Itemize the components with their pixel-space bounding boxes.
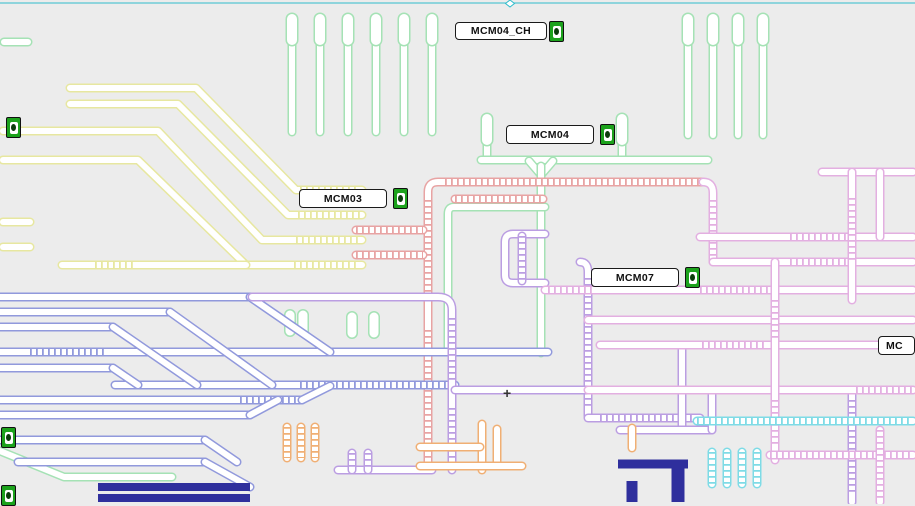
track-layer-yellow <box>3 88 362 265</box>
signal-indicator-button-mcm07[interactable] <box>685 267 700 288</box>
track-segment <box>250 297 330 352</box>
track-layer-orange <box>287 424 632 470</box>
signal-icon <box>553 26 561 38</box>
track-segment <box>205 440 237 462</box>
signal-icon <box>604 129 612 141</box>
signal-indicator-button-mcm04-ch[interactable] <box>549 21 564 42</box>
signal-indicator-button-left-mid[interactable] <box>1 427 16 448</box>
signal-icon <box>689 272 697 284</box>
label-mcm03[interactable]: MCM03 <box>299 189 387 208</box>
track-layer-purple <box>252 234 852 502</box>
track-segment <box>428 182 703 468</box>
signal-indicator-button-left-top[interactable] <box>6 117 21 138</box>
signal-icon <box>5 432 13 444</box>
label-mcm07[interactable]: MCM07 <box>591 268 679 287</box>
signal-indicator-button-left-bottom[interactable] <box>1 485 16 506</box>
label-mcm04[interactable]: MCM04 <box>506 125 594 144</box>
label-mcm-partial[interactable]: MC <box>878 336 915 355</box>
signal-icon <box>397 193 405 205</box>
signal-icon <box>10 122 18 134</box>
label-mcm04-ch[interactable]: MCM04_CH <box>455 22 547 40</box>
track-segment <box>703 182 713 262</box>
track-segment <box>428 182 703 468</box>
signal-indicator-button-mcm03[interactable] <box>393 188 408 209</box>
signal-icon <box>5 490 13 502</box>
track-layer-red <box>356 182 703 468</box>
selection-handle[interactable] <box>506 0 515 7</box>
signal-indicator-button-mcm04[interactable] <box>600 124 615 145</box>
crosshair-marker: + <box>503 386 511 400</box>
